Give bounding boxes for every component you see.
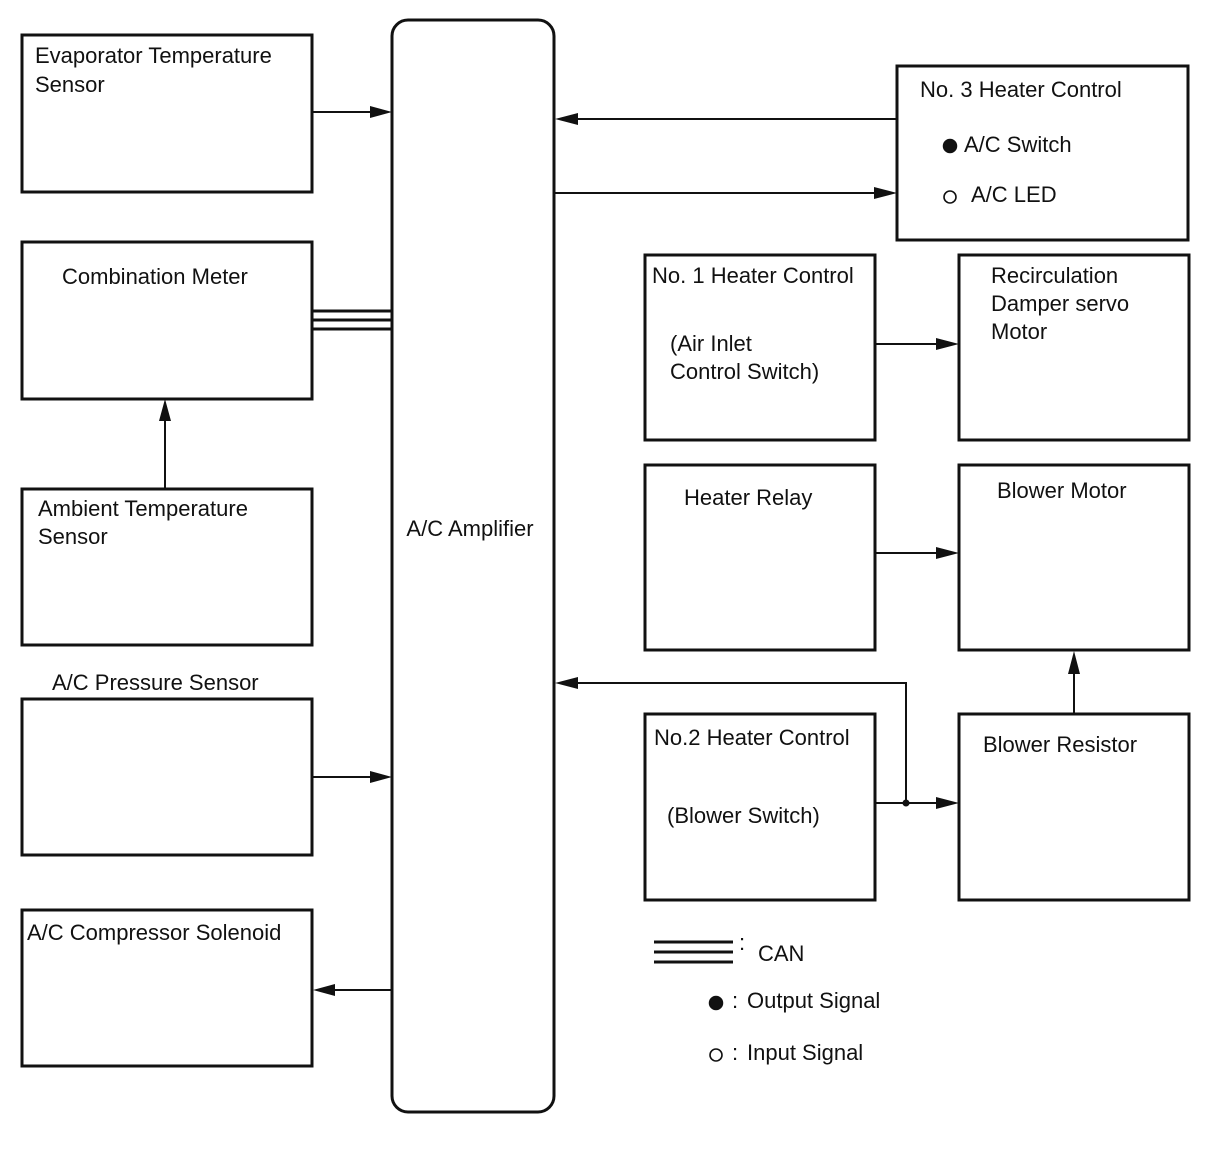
legend-input-dot-icon <box>709 1048 723 1062</box>
input-signal-dot-icon <box>943 190 957 204</box>
no2-heater-control-title: No.2 Heater Control <box>654 725 850 750</box>
no1-heater-control-title: No. 1 Heater Control <box>652 263 854 288</box>
evaporator-label-line1: Evaporator Temperature <box>35 43 272 68</box>
blower-motor: Blower Motor <box>957 463 1191 652</box>
legend-can-label: CAN <box>758 941 804 966</box>
blower-resistor: Blower Resistor <box>957 712 1191 902</box>
ambient-label-line2: Sensor <box>38 524 108 549</box>
no3-heater-control-title: No. 3 Heater Control <box>920 77 1122 102</box>
legend-output-separator: : <box>732 988 738 1013</box>
recirculation-label-line1: Recirculation <box>991 263 1118 288</box>
evaporator-temperature-sensor: Evaporator Temperature Sensor <box>20 33 314 194</box>
evaporator-to-amplifier-arrow <box>312 106 392 118</box>
no2-heater-control-sub: (Blower Switch) <box>667 803 820 828</box>
pressure-sensor-to-amplifier-arrow <box>312 771 392 783</box>
legend-output-dot-icon <box>708 995 724 1011</box>
blower-resistor-to-blower-motor-arrow <box>1068 651 1080 714</box>
heater-relay-to-blower-motor-arrow <box>875 547 959 559</box>
legend: : CAN : Output Signal : Input Signal <box>654 930 880 1065</box>
no1-heater-control-to-recirculation-arrow <box>875 338 959 350</box>
legend-output-label: Output Signal <box>747 988 880 1013</box>
no2-heater-control-to-blower-resistor-arrow <box>875 797 959 809</box>
blower-resistor-label: Blower Resistor <box>983 732 1137 757</box>
ac-switch-label: A/C Switch <box>964 132 1072 157</box>
output-signal-dot-icon <box>942 138 958 154</box>
no1-heater-control-sub1: (Air Inlet <box>670 331 752 356</box>
no1-heater-control-sub2: Control Switch) <box>670 359 819 384</box>
legend-input-label: Input Signal <box>747 1040 863 1065</box>
recirculation-damper-servo-motor: Recirculation Damper servo Motor <box>957 253 1191 442</box>
ambient-label-line1: Ambient Temperature <box>38 496 248 521</box>
no3-heater-control-to-amplifier-arrow <box>555 113 897 125</box>
legend-can-symbol <box>654 940 733 964</box>
no2-heater-control: No.2 Heater Control (Blower Switch) <box>643 712 877 902</box>
combination-meter: Combination Meter <box>20 240 314 401</box>
combination-meter-label: Combination Meter <box>62 264 248 289</box>
ambient-to-combination-meter-arrow <box>159 399 171 489</box>
legend-can-separator: : <box>739 930 745 955</box>
recirculation-label-line2: Damper servo <box>991 291 1129 316</box>
ac-led-label: A/C LED <box>971 182 1057 207</box>
ac-amplifier-label: A/C Amplifier <box>406 516 533 541</box>
no1-heater-control: No. 1 Heater Control (Air Inlet Control … <box>643 253 877 442</box>
compressor-solenoid-label: A/C Compressor Solenoid <box>27 920 281 945</box>
ambient-temperature-sensor: Ambient Temperature Sensor <box>20 487 314 647</box>
recirculation-label-line3: Motor <box>991 319 1047 344</box>
ac-pressure-sensor-box <box>20 697 314 857</box>
pressure-sensor-label: A/C Pressure Sensor <box>52 670 259 695</box>
amplifier-to-compressor-solenoid-arrow <box>313 984 392 996</box>
ac-amplifier-box <box>390 18 556 1114</box>
ac-compressor-solenoid: A/C Compressor Solenoid <box>20 908 314 1068</box>
heater-relay: Heater Relay <box>643 463 877 652</box>
amplifier-to-no3-heater-control-arrow <box>555 187 897 199</box>
evaporator-label-line2: Sensor <box>35 72 105 97</box>
legend-input-separator: : <box>732 1040 738 1065</box>
blower-signal-to-amplifier-arrow <box>555 677 910 807</box>
combination-meter-can-bus <box>312 309 392 331</box>
no3-heater-control: No. 3 Heater Control A/C Switch A/C LED <box>895 64 1190 242</box>
heater-relay-label: Heater Relay <box>684 485 812 510</box>
blower-motor-label: Blower Motor <box>997 478 1127 503</box>
